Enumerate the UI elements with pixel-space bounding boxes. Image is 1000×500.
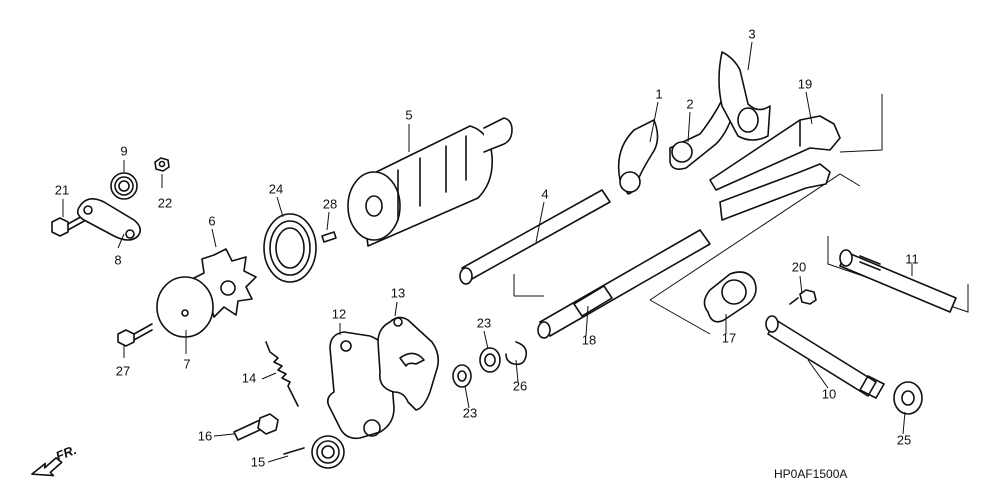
part-1-shift-fork[interactable] bbox=[617, 119, 659, 195]
callout-11: 11 bbox=[905, 251, 919, 266]
callout-7: 7 bbox=[183, 356, 190, 371]
part-19-shaft[interactable] bbox=[709, 115, 841, 191]
callout-13: 13 bbox=[391, 285, 405, 300]
callout-3: 3 bbox=[748, 26, 755, 41]
callout-14: 14 bbox=[242, 370, 256, 385]
part-23-washer-a[interactable] bbox=[479, 347, 501, 373]
callout-24: 24 bbox=[269, 181, 283, 196]
part-15-spring[interactable] bbox=[283, 435, 345, 469]
part-28-pin[interactable] bbox=[321, 231, 337, 243]
callout-22: 22 bbox=[158, 195, 172, 210]
diagram-code: HP0AF1500A bbox=[774, 467, 847, 481]
callout-23b: 23 bbox=[463, 405, 477, 420]
callout-19: 19 bbox=[798, 76, 812, 91]
callout-21: 21 bbox=[55, 182, 69, 197]
callout-18: 18 bbox=[582, 332, 596, 347]
part-18-shift-shaft[interactable] bbox=[537, 163, 831, 339]
front-label: FR. bbox=[54, 442, 79, 464]
callout-10: 10 bbox=[822, 386, 836, 401]
callout-4: 4 bbox=[541, 186, 548, 201]
part-11-shaft[interactable] bbox=[839, 249, 957, 313]
assembly-outline-lines bbox=[513, 94, 969, 335]
callout-labels: 21 9 8 22 6 7 27 24 28 5 12 13 14 16 15 … bbox=[55, 26, 919, 469]
callout-12: 12 bbox=[332, 306, 346, 321]
callout-17: 17 bbox=[722, 330, 736, 345]
part-16-bolt[interactable] bbox=[233, 413, 279, 441]
part-8-arm[interactable] bbox=[76, 198, 142, 241]
part-20-bolt[interactable] bbox=[789, 289, 817, 305]
callout-5: 5 bbox=[405, 107, 412, 122]
front-arrow-icon bbox=[31, 457, 63, 477]
callout-23a: 23 bbox=[477, 315, 491, 330]
part-10-shaft[interactable] bbox=[765, 315, 885, 399]
part-22-nut[interactable] bbox=[154, 157, 170, 172]
callout-27: 27 bbox=[116, 363, 130, 378]
part-4-fork-shaft[interactable] bbox=[459, 189, 611, 285]
part-14-spring[interactable] bbox=[265, 341, 299, 407]
part-27-bolt[interactable] bbox=[117, 323, 153, 347]
part-7-disc[interactable] bbox=[156, 276, 214, 338]
part-17-gear[interactable] bbox=[703, 271, 757, 323]
part-3-shift-fork[interactable] bbox=[718, 51, 771, 141]
callout-1: 1 bbox=[655, 86, 662, 101]
part-2-shift-fork[interactable] bbox=[669, 87, 737, 170]
callout-9: 9 bbox=[120, 143, 127, 158]
part-5-shift-drum[interactable] bbox=[347, 117, 513, 247]
callout-16: 16 bbox=[198, 428, 212, 443]
part-24-bearing[interactable] bbox=[263, 213, 317, 283]
callout-8: 8 bbox=[114, 252, 121, 267]
part-26-circlip[interactable] bbox=[505, 341, 528, 366]
callout-20: 20 bbox=[792, 259, 806, 274]
callout-25: 25 bbox=[897, 432, 911, 447]
part-23-washer-b[interactable] bbox=[452, 364, 472, 388]
part-25-gear[interactable] bbox=[893, 381, 923, 415]
part-21-bolt[interactable] bbox=[51, 213, 87, 237]
callout-15: 15 bbox=[251, 454, 265, 469]
front-direction-indicator: FR. bbox=[31, 442, 79, 477]
part-13-shift-arm[interactable] bbox=[377, 316, 440, 411]
callout-28: 28 bbox=[323, 196, 337, 211]
callout-2: 2 bbox=[686, 96, 693, 111]
part-12-plate[interactable] bbox=[326, 331, 395, 440]
callout-6: 6 bbox=[208, 213, 215, 228]
part-9-spring[interactable] bbox=[110, 172, 138, 200]
leader-lines bbox=[62, 41, 913, 463]
callout-26: 26 bbox=[513, 378, 527, 393]
